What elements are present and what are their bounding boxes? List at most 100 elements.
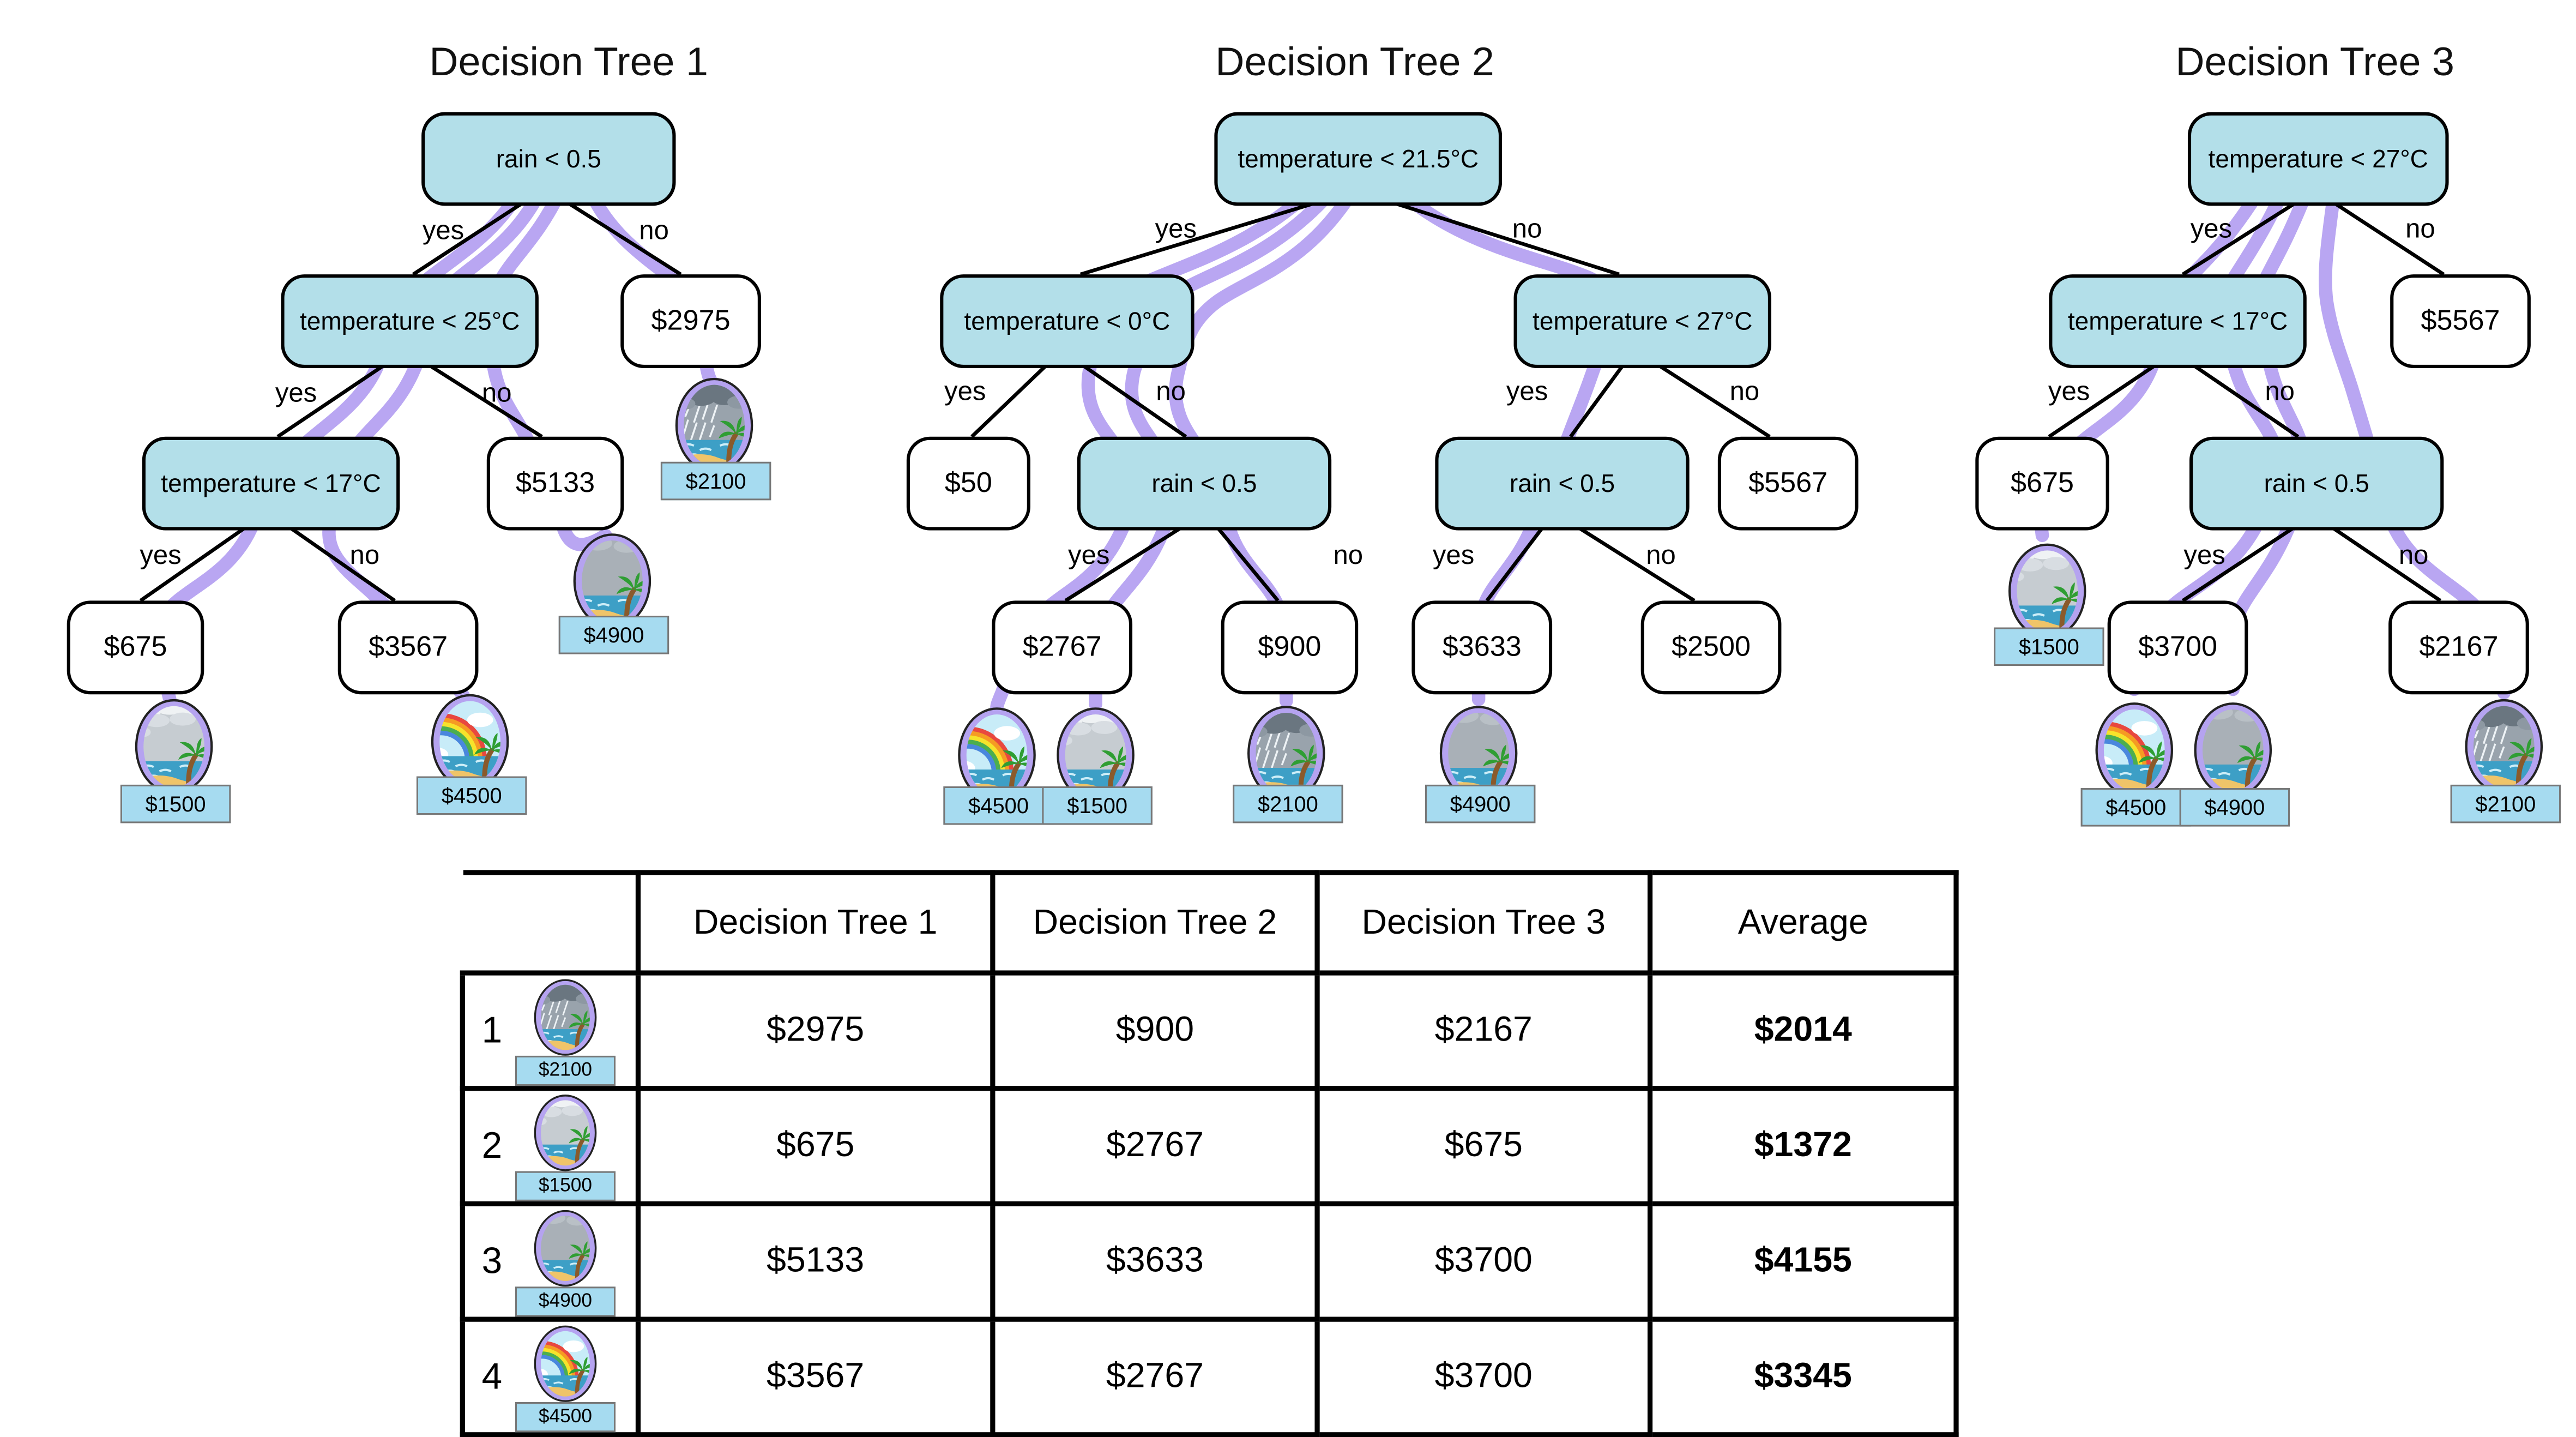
tree2-branch-no: no — [1333, 542, 1364, 571]
cell-dt1: $5133 — [635, 1201, 996, 1322]
tree1-branch-no: no — [481, 380, 512, 408]
table-header-row: Decision Tree 1 Decision Tree 2 Decision… — [462, 870, 1959, 976]
tree1-leaf-675: $675 — [67, 600, 204, 695]
cell-dt3: $675 — [1314, 1086, 1653, 1207]
tree3-leaf-675: $675 — [1975, 436, 2109, 531]
tree3-node-temp17: temperature < 17°C — [2049, 274, 2307, 368]
tree3-branch-no: no — [2398, 542, 2429, 571]
row-number: 2 — [481, 1124, 503, 1167]
tree1-node-temp17: temperature < 17°C — [142, 436, 400, 531]
tree2-branch-yes: yes — [1506, 378, 1548, 407]
row-number: 1 — [481, 1009, 503, 1051]
col-header-tree1: Decision Tree 1 — [635, 870, 996, 976]
cell-dt2: $2767 — [990, 1316, 1320, 1437]
cell-dt1: $2975 — [635, 970, 996, 1091]
row-icon-cell: 2 $1500 — [460, 1086, 641, 1207]
cell-dt3: $2167 — [1314, 970, 1653, 1091]
cell-dt3: $3700 — [1314, 1201, 1653, 1322]
tree-edges-layer — [139, 197, 2445, 603]
tree3-branch-no: no — [2405, 215, 2435, 244]
data-point-price-tag: $4500 — [2080, 788, 2192, 827]
cell-average: $4155 — [1647, 1201, 1959, 1322]
row-icon-cell: 1 $2100 — [460, 970, 641, 1091]
data-point-price-tag: $2100 — [2450, 784, 2561, 823]
prediction-summary-table: Decision Tree 1 Decision Tree 2 Decision… — [460, 870, 1959, 1437]
tree3-leaf-3700: $3700 — [2107, 600, 2248, 695]
cell-dt2: $2767 — [990, 1086, 1320, 1207]
col-header-tree2: Decision Tree 2 — [990, 870, 1320, 976]
rainbow-beach-icon — [530, 1322, 601, 1411]
cell-dt1: $675 — [635, 1086, 996, 1207]
tree1-branch-yes: yes — [422, 217, 464, 246]
table-row: 2 $1500 $675 $2767 $675 $1372 — [460, 1086, 1959, 1207]
data-point-price-tag: $4900 — [1425, 784, 1536, 823]
row-icon-cell: 3 $4900 — [460, 1201, 641, 1322]
tree2-branch-yes: yes — [1155, 215, 1197, 244]
tree1-title: Decision Tree 1 — [429, 40, 708, 86]
tree2-node-rain-left: rain < 0.5 — [1077, 436, 1332, 531]
tree2-branch-no: no — [1646, 542, 1676, 571]
tree1-leaf-2975: $2975 — [620, 274, 761, 368]
tree1-leaf-5133: $5133 — [486, 436, 624, 531]
tree1-root-node: rain < 0.5 — [421, 112, 676, 206]
tree3-leaf-5567: $5567 — [2390, 274, 2531, 368]
cell-average: $3345 — [1647, 1316, 1959, 1437]
cell-dt2: $3633 — [990, 1201, 1320, 1322]
cell-average: $2014 — [1647, 970, 1959, 1091]
tree1-branch-yes: yes — [275, 380, 317, 408]
row-number: 3 — [481, 1240, 503, 1282]
cell-average: $1372 — [1647, 1086, 1959, 1207]
tree1-branch-no: no — [349, 542, 380, 571]
tree2-branch-yes: yes — [1068, 542, 1110, 571]
stormy-beach-icon — [530, 976, 601, 1065]
data-point-price-tag: $4900 — [515, 1286, 616, 1317]
table-row: 3 $4900 $5133 $3633 $3700 $4155 — [460, 1201, 1959, 1322]
tree2-node-temp27: temperature < 27°C — [1513, 274, 1772, 368]
data-point-price-tag: $1500 — [1042, 786, 1153, 825]
data-point-price-tag: $2100 — [660, 461, 771, 501]
cloudy-beach-icon — [530, 1091, 601, 1180]
tree2-branch-no: no — [1729, 378, 1760, 407]
tree2-root-node: temperature < 21.5°C — [1214, 112, 1503, 206]
tree2-branch-no: no — [1156, 378, 1186, 407]
tree2-leaf-2500: $2500 — [1640, 600, 1782, 695]
data-point-price-tag: $1500 — [515, 1171, 616, 1201]
table-row: 1 $2100 $2975 $900 $2167 $2014 — [460, 970, 1959, 1091]
overcast-beach-icon — [530, 1206, 601, 1295]
tree3-branch-yes: yes — [2048, 378, 2090, 407]
data-point-price-tag: $4500 — [416, 776, 527, 815]
tree2-branch-no: no — [1512, 215, 1542, 244]
data-point-price-tag: $1500 — [120, 784, 231, 823]
tree2-node-temp0: temperature < 0°C — [940, 274, 1195, 368]
tree3-branch-yes: yes — [2190, 215, 2233, 244]
tree1-branch-no: no — [639, 217, 669, 246]
data-point-price-tag: $4500 — [943, 786, 1054, 825]
cell-dt2: $900 — [990, 970, 1320, 1091]
data-point-price-tag: $2100 — [515, 1055, 616, 1086]
tree3-title: Decision Tree 3 — [2175, 40, 2454, 86]
col-header-tree3: Decision Tree 3 — [1314, 870, 1653, 976]
tree1-node-temp25: temperature < 25°C — [281, 274, 539, 368]
tree3-node-rain: rain < 0.5 — [2189, 436, 2444, 531]
tree2-node-rain-right: rain < 0.5 — [1435, 436, 1690, 531]
tree2-leaf-5567: $5567 — [1717, 436, 1859, 531]
tree2-title: Decision Tree 2 — [1215, 40, 1494, 86]
tree1-leaf-3567: $3567 — [337, 600, 479, 695]
data-point-price-tag: $1500 — [1994, 627, 2104, 666]
tree3-root-node: temperature < 27°C — [2187, 112, 2449, 206]
row-icon-cell: 4 $4500 — [460, 1316, 641, 1437]
tree2-leaf-50: $50 — [906, 436, 1030, 531]
tree3-branch-no: no — [2265, 378, 2295, 407]
table-row: 4 $4500 $3567 $2767 $3700 $3345 — [460, 1316, 1959, 1437]
tree3-leaf-2167: $2167 — [2388, 600, 2529, 695]
cell-dt1: $3567 — [635, 1316, 996, 1437]
tree2-branch-yes: yes — [944, 378, 986, 407]
data-point-price-tag: $2100 — [1233, 784, 1343, 823]
cell-dt3: $3700 — [1314, 1316, 1653, 1437]
tree2-leaf-3633: $3633 — [1411, 600, 1553, 695]
tree1-branch-yes: yes — [140, 542, 182, 571]
row-number: 4 — [481, 1355, 503, 1397]
data-point-price-tag: $4900 — [2179, 788, 2290, 827]
tree2-leaf-900: $900 — [1221, 600, 1359, 695]
